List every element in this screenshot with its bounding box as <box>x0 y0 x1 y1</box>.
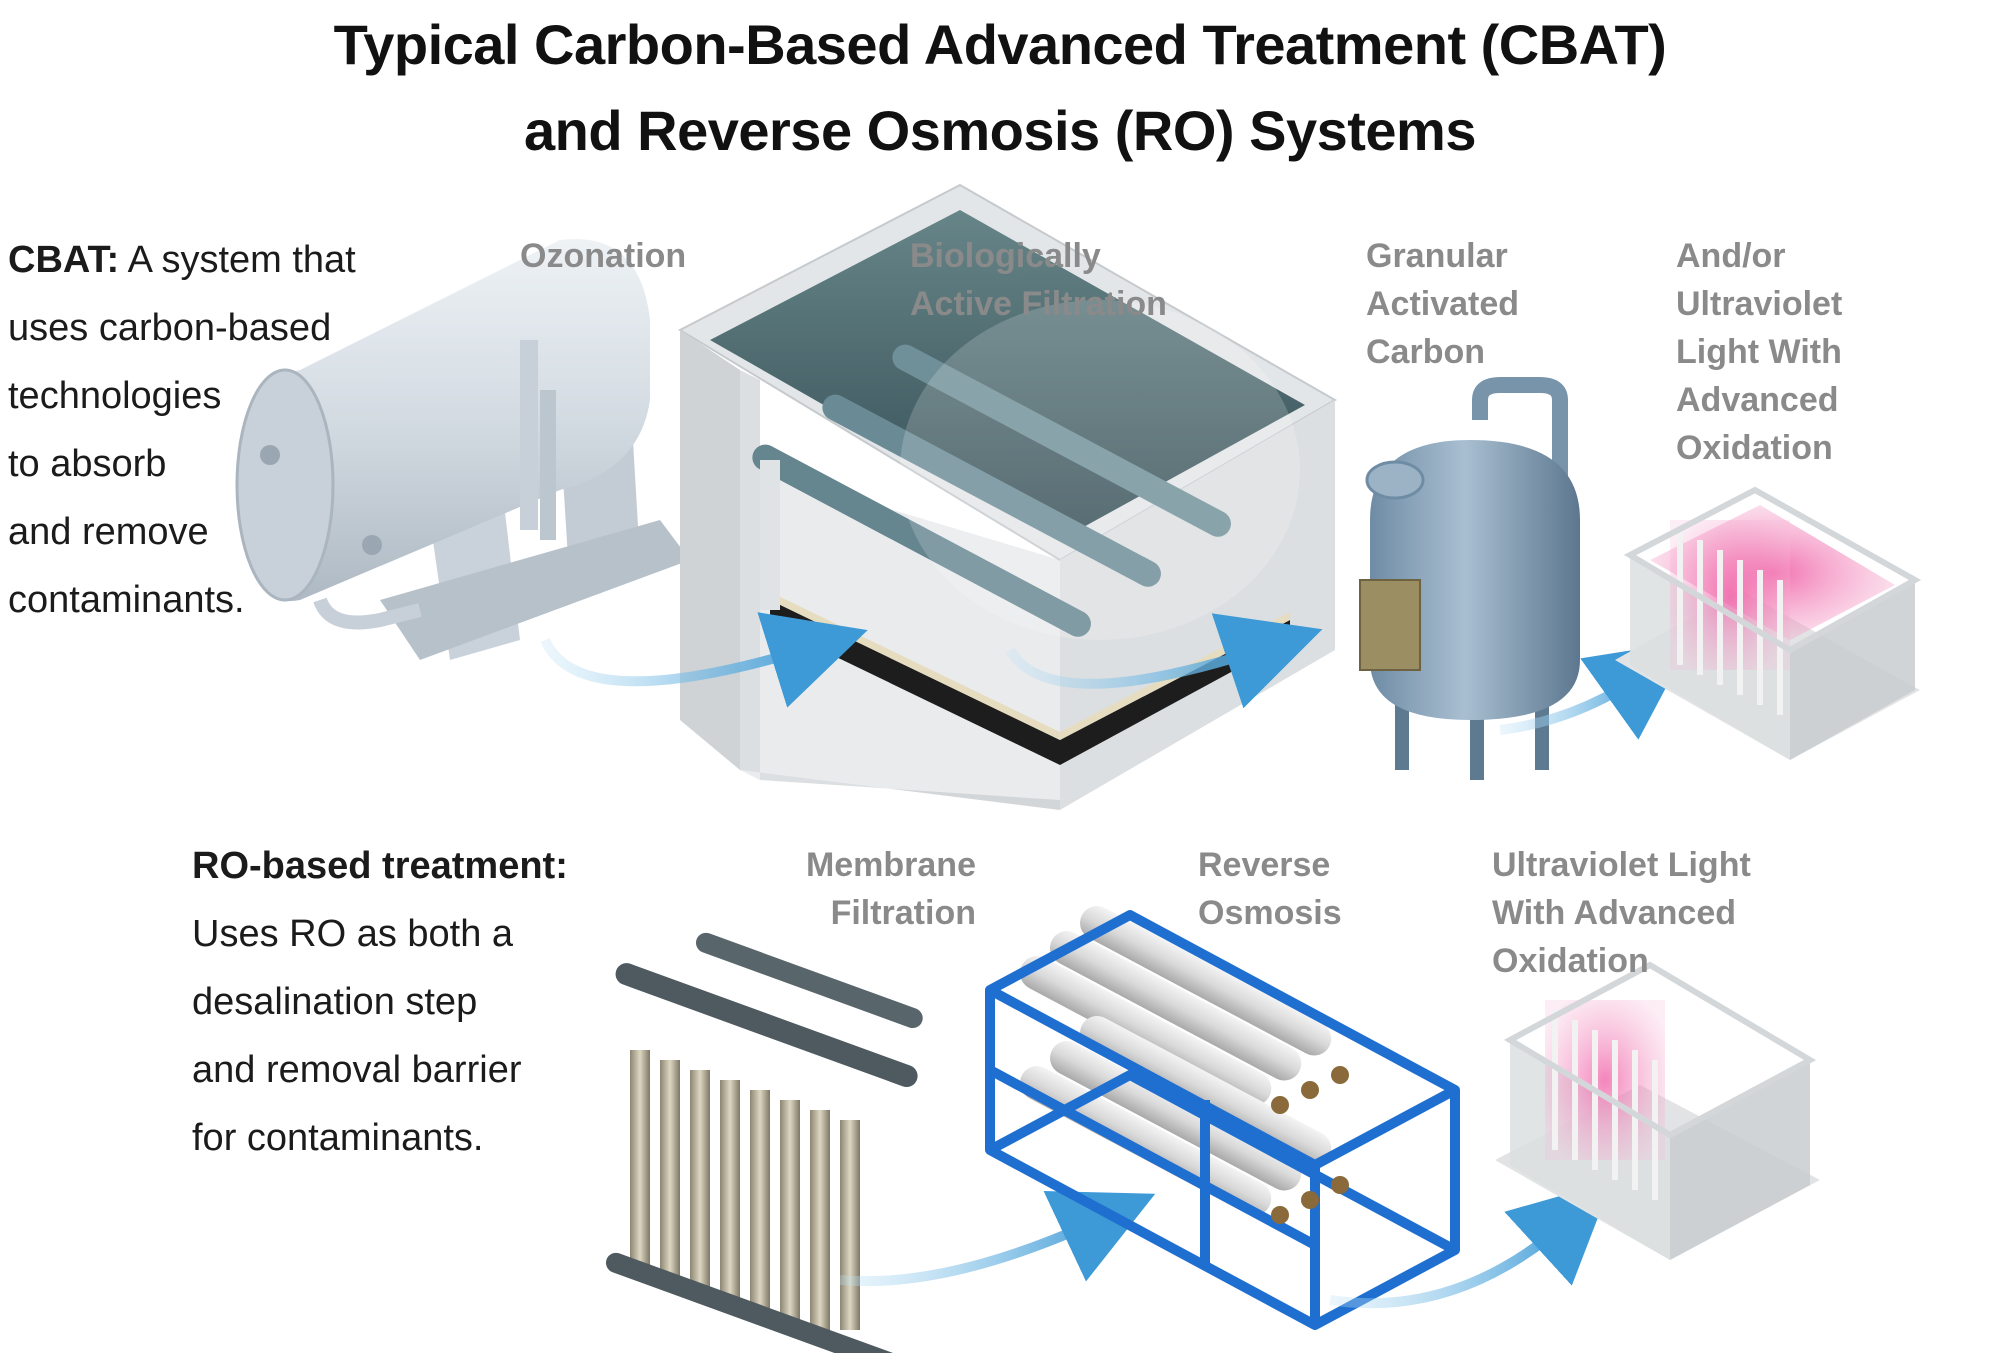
cbat-desc-line: contaminants. <box>8 579 245 621</box>
basin-left-wall <box>680 330 740 770</box>
stage-label-reverse-osmosis: Reverse Osmosis <box>1198 846 1342 932</box>
gac-leg <box>1470 700 1484 780</box>
membrane-module <box>630 1050 650 1270</box>
ozonation-port <box>362 535 382 555</box>
ozonation-port <box>260 445 280 465</box>
stage-label-uv-aop-ro: Ultraviolet Light With Advanced Oxidatio… <box>1492 846 1751 980</box>
ro-flow-arrow <box>1329 1181 1612 1309</box>
uv-tank-bottom <box>1495 961 1820 1260</box>
membrane-header-pipe <box>615 963 918 1088</box>
ro-desc-line: for contaminants. <box>192 1117 484 1159</box>
stage-label-gac: Granular Activated Carbon <box>1366 237 1520 371</box>
membrane-header-pipe <box>695 932 923 1029</box>
gac-body <box>1370 440 1580 720</box>
ozonation-pipe <box>520 340 538 530</box>
stage-label-uv-aop-cbat: And/or Ultraviolet Light With Advanced O… <box>1676 237 1843 467</box>
gac-pipe <box>1472 377 1568 480</box>
cbat-desc-line: uses carbon-based <box>8 307 332 349</box>
ozonation-end-cap <box>235 368 335 602</box>
ozonation-pipe-loop <box>313 597 422 630</box>
gac-hatch <box>1365 460 1425 500</box>
uv-lamp-tubes <box>1552 1010 1658 1200</box>
baf-pipe <box>892 344 1231 537</box>
ro-end-cap <box>1331 1066 1349 1084</box>
uv-tank-top <box>1615 486 1922 760</box>
baf-pipe <box>822 394 1161 587</box>
membrane-module <box>780 1100 800 1320</box>
ozonation-base <box>380 520 690 660</box>
ro-end-cap <box>1301 1191 1319 1209</box>
basin-glow <box>900 300 1300 640</box>
ro-end-cap <box>1271 1206 1289 1224</box>
cbat-desc-line: and remove <box>8 511 209 553</box>
uv-lamp-tubes <box>1677 530 1783 715</box>
ro-end-caps <box>1271 1066 1349 1224</box>
uv-tank-rim <box>1503 961 1817 1139</box>
ro-pressure-vessel <box>1050 930 1302 1081</box>
membrane-filtration-unit <box>605 932 1156 1353</box>
ro-description: RO-based treatment: Uses RO as both a de… <box>192 832 568 1172</box>
uv-tank-right <box>1670 1060 1810 1260</box>
ro-heading: RO-based treatment: <box>192 845 568 887</box>
ro-pressure-vessel <box>1020 955 1272 1106</box>
cbat-description: CBAT: A system that uses carbon-based te… <box>8 226 356 634</box>
ro-frame-rail <box>987 1065 1318 1250</box>
stage-label-ozonation: Ozonation <box>520 237 687 275</box>
basin-inner <box>710 210 1305 540</box>
cbat-heading: CBAT: <box>8 239 120 281</box>
ro-end-cap <box>1271 1096 1289 1114</box>
baf-to-gac-arrow <box>1005 613 1323 709</box>
basin-divider <box>760 460 780 610</box>
diagram-title: Typical Carbon-Based Advanced Treatment … <box>0 2 2000 174</box>
ro-desc-line: and removal barrier <box>192 1049 522 1091</box>
gac-flow-arrow <box>1499 640 1691 740</box>
ro-end-cap <box>1331 1176 1349 1194</box>
uv-lamp-rack <box>1670 520 1790 670</box>
cbat-desc-line: to absorb <box>8 443 167 485</box>
stage-label-membrane: Membrane Filtration <box>805 846 976 932</box>
gac-vessel <box>1359 377 1691 780</box>
cbat-desc-line: technologies <box>8 375 222 417</box>
membrane-module <box>810 1110 830 1330</box>
membrane-module <box>720 1080 740 1300</box>
filter-media-layer <box>770 600 1290 765</box>
baf-pipe <box>752 444 1091 637</box>
membrane-module <box>660 1060 680 1280</box>
cbat-desc-line: A system that <box>119 239 356 281</box>
ro-desc-line: desalination step <box>192 981 478 1023</box>
ro-skid <box>985 905 1612 1330</box>
ozonation-tank <box>235 239 690 660</box>
title-line-2: and Reverse Osmosis (RO) Systems <box>524 99 1476 162</box>
ro-frame <box>985 910 1460 1330</box>
ro-pressure-vessel <box>1080 1015 1332 1166</box>
stage-label-baf: Biologically Active Filtration <box>910 237 1167 323</box>
membrane-module <box>840 1120 860 1330</box>
uv-lamp-rack <box>1545 1000 1665 1160</box>
ro-pressure-vessel <box>1080 905 1332 1056</box>
baf-basin <box>677 183 1337 810</box>
membrane-flow-arrow <box>839 1190 1156 1287</box>
gac-control-panel <box>1359 579 1421 671</box>
ozonation-cylinder <box>245 239 650 601</box>
ro-pressure-vessel <box>1050 1040 1302 1191</box>
ro-desc-line: Uses RO as both a <box>192 913 514 955</box>
uv-tank-right <box>1790 580 1915 760</box>
title-line-1: Typical Carbon-Based Advanced Treatment … <box>333 13 1667 76</box>
membrane-module <box>750 1090 770 1310</box>
membrane-bottom-pipe <box>605 1252 908 1353</box>
membrane-module <box>690 1070 710 1290</box>
ro-end-cap <box>1301 1081 1319 1099</box>
ozonation-pipe <box>540 390 556 540</box>
uv-tank-rim <box>1623 486 1922 654</box>
basin-front-wall <box>740 370 1335 810</box>
ozonation-to-baf-arrow <box>540 612 868 708</box>
